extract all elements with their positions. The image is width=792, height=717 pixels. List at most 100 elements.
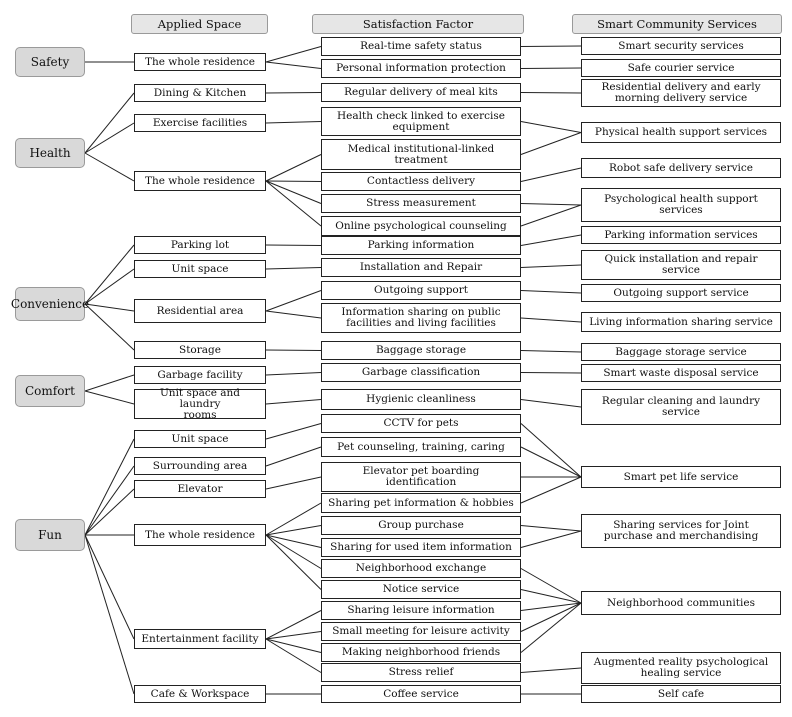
service-box: Regular cleaning and laundry service [581,389,781,425]
satisfaction-factor-box: Health check linked to exercise equipmen… [321,107,521,136]
connector-line [520,204,582,227]
connector-line [265,534,322,548]
category-box: Fun [15,519,85,551]
service-box: Residential delivery and early morning d… [581,79,781,107]
connector-line [520,568,582,604]
connector-line [520,317,582,323]
applied-space-box: The whole residence [134,53,266,71]
connector-line [265,267,322,270]
connector-line [265,349,322,351]
connector-line [84,488,135,536]
applied-space-box: Unit space and laundry rooms [134,387,266,420]
header-applied-space: Applied Space [131,14,268,34]
connector-line [84,534,135,640]
satisfaction-factor-box: Information sharing on public facilities… [321,303,521,333]
satisfaction-factor-box: Neighborhood exchange [321,559,521,578]
header-satisfaction-factor: Satisfaction Factor [312,14,524,34]
satisfaction-factor-box: Outgoing support [321,281,521,300]
service-box: Smart security services [581,37,781,55]
category-box: Health [15,138,85,168]
connector-line [265,476,322,490]
connector-line [84,438,135,536]
connector-line [84,374,135,392]
connector-line [520,92,582,94]
service-box: Sharing services for Joint purchase and … [581,514,781,548]
connector-line [265,92,322,94]
applied-space-box: The whole residence [134,524,266,546]
category-box: Comfort [15,375,85,407]
satisfaction-factor-box: CCTV for pets [321,414,521,433]
service-box: Safe courier service [581,59,781,77]
applied-space-box: Garbage facility [134,366,266,384]
service-box: Augmented reality psychological healing … [581,652,781,684]
connector-line [520,602,582,632]
connector-line [520,530,582,548]
connector-line [265,180,322,182]
applied-space-box: Storage [134,341,266,359]
connector-line [265,423,322,440]
connector-line [520,350,582,353]
connector-line [265,244,322,246]
service-box: Smart waste disposal service [581,364,781,382]
applied-space-box: Entertainment facility [134,629,266,649]
applied-space-box: Residential area [134,299,266,323]
service-box: Living information sharing service [581,312,781,332]
connector-line [265,610,322,640]
connector-line [265,446,322,467]
connector-line [265,534,322,590]
applied-space-box: Parking lot [134,236,266,254]
applied-space-box: The whole residence [134,171,266,191]
connector-line [265,290,322,312]
connector-line [265,180,322,204]
connector-line [520,132,582,155]
satisfaction-factor-box: Parking information [321,236,521,255]
satisfaction-factor-box: Making neighborhood friends [321,643,521,662]
connector-line [265,399,322,405]
satisfaction-factor-box: Stress measurement [321,194,521,213]
connector-line [520,446,582,478]
connector-line [520,203,582,206]
service-box: Neighborhood communities [581,591,781,615]
connector-line [265,180,322,227]
connector-line [84,390,135,405]
satisfaction-factor-box: Sharing for used item information [321,538,521,557]
connector-line [520,525,582,532]
connector-line [84,303,135,312]
connector-line [265,525,322,536]
connector-line [84,244,135,305]
connector-line [265,121,322,124]
satisfaction-factor-box: Regular delivery of meal kits [321,83,521,102]
connector-line [84,303,135,351]
connector-line [520,476,582,504]
connector-line [520,234,582,246]
connector-line [520,290,582,294]
satisfaction-factor-box: Online psychological counseling [321,216,521,236]
category-box: Safety [15,47,85,77]
category-box: Convenience [11,287,89,321]
satisfaction-factor-box: Group purchase [321,516,521,535]
satisfaction-factor-box: Coffee service [321,685,521,703]
satisfaction-factor-box: Garbage classification [321,363,521,382]
service-box: Physical health support services [581,122,781,143]
connector-line [520,602,582,611]
service-box: Baggage storage service [581,343,781,361]
applied-space-box: Unit space [134,430,266,448]
service-box: Quick installation and repair service [581,250,781,280]
connector-line [520,602,582,653]
connector-line [520,67,582,69]
connector-line [520,423,582,478]
satisfaction-factor-box: Medical institutional-linked treatment [321,139,521,170]
service-box: Parking information services [581,226,781,244]
header-smart-community-services: Smart Community Services [572,14,782,34]
satisfaction-factor-box: Sharing leisure information [321,601,521,620]
connector-line [265,372,322,376]
satisfaction-factor-box: Personal information protection [321,59,521,78]
connector-line [84,92,135,154]
connector-line [265,61,322,69]
connector-line [520,399,582,408]
satisfaction-factor-box: Elevator pet boarding identification [321,462,521,492]
applied-space-box: Unit space [134,260,266,278]
service-box: Robot safe delivery service [581,158,781,178]
satisfaction-factor-box: Notice service [321,580,521,599]
